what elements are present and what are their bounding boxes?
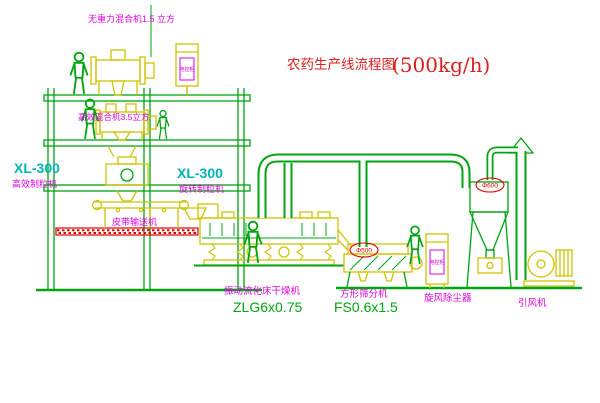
square-sieve — [343, 243, 423, 288]
dryer-model-label: ZLG6x0.75 — [233, 299, 302, 315]
belt-conveyor — [91, 199, 208, 228]
granulator — [105, 156, 149, 202]
control-cabinet-1: 电控柜 — [175, 43, 199, 95]
sieve-model-label: FS0.6x1.5 — [334, 299, 398, 315]
control-cabinet-2: 电控柜 — [425, 233, 449, 288]
floor-slab-hatch — [55, 227, 199, 236]
feed-funnel — [107, 145, 137, 158]
diameter-callout-duct: Φ500 — [349, 242, 379, 258]
zero-gravity-mixer — [90, 49, 155, 96]
capacity-text: (500kg/h) — [392, 53, 490, 77]
person-figure-1 — [69, 51, 89, 95]
cabinet-1-label: 电控柜 — [179, 66, 194, 73]
duct-diameter-text: Φ500 — [356, 248, 372, 255]
dryer-name-label: 振动流化床干燥机 — [224, 285, 301, 297]
cabinet-2-label: 电控柜 — [429, 259, 444, 266]
cyclone-separator — [466, 181, 512, 288]
cyclone-label: 旋风除尘器 — [424, 292, 472, 304]
person-figure-3 — [156, 109, 170, 140]
granulator-left-name: 高效制粒机 — [12, 178, 57, 189]
induced-draft-fan — [523, 249, 575, 287]
second-mixer-label: 高效混合机3.5立方 — [78, 112, 149, 122]
fan-label: 引风机 — [518, 297, 547, 309]
granulator-mid-name: 旋转制粒机 — [179, 183, 224, 194]
granulator-mid-model: XL-300 — [177, 165, 223, 181]
sieve-name-label: 方形筛分机 — [340, 288, 388, 300]
exhaust-duct — [257, 146, 527, 280]
belt-conveyor-label: 皮带输送机 — [112, 216, 157, 227]
granulator-left-model: XL-300 — [14, 160, 60, 176]
high-efficiency-mixer — [95, 103, 157, 141]
fluid-bed-dryer — [194, 203, 353, 267]
cyclone-diameter-text: Φ600 — [482, 183, 498, 190]
diameter-callout-cyclone: Φ600 — [475, 177, 505, 193]
top-mixer-label: 无重力混合机1.5 立方 — [88, 13, 175, 24]
page-title: 农药生产线流程图 — [287, 57, 395, 72]
